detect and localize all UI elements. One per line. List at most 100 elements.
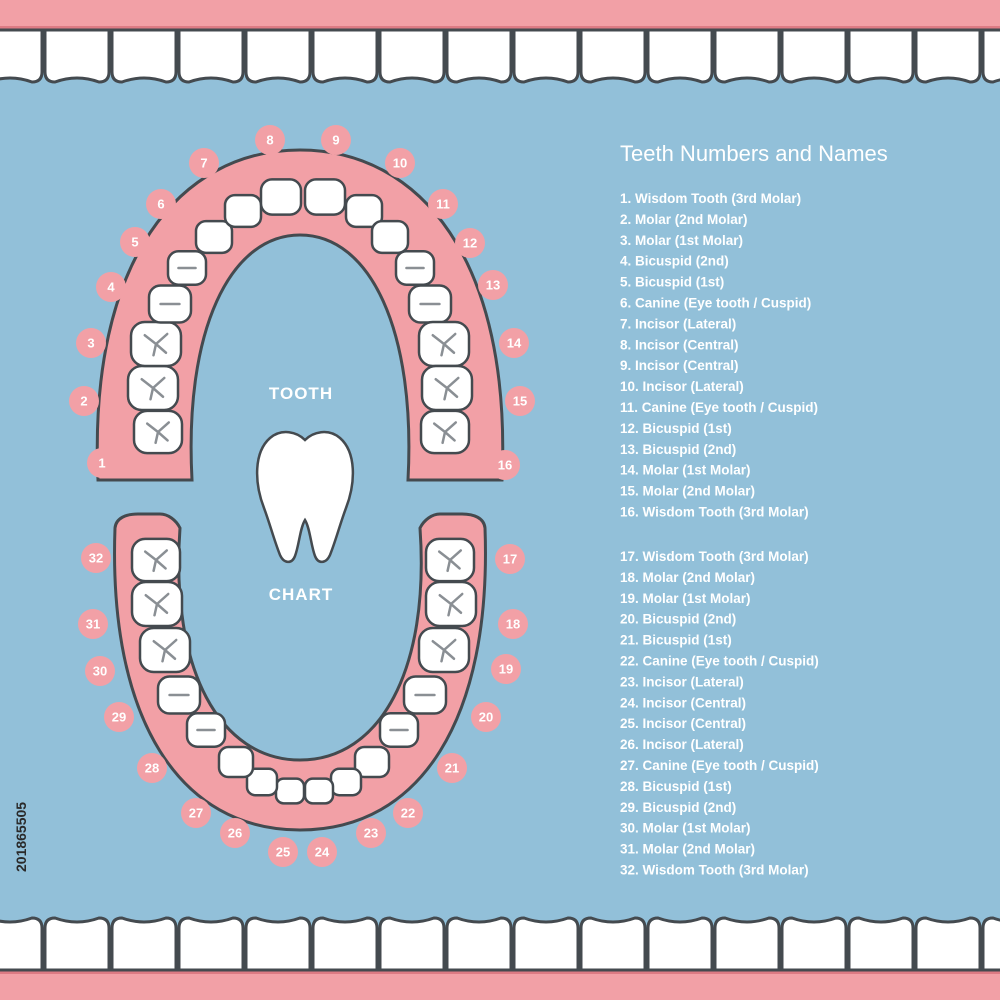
badge-circle (437, 753, 467, 783)
tooth-number-18: 18 (506, 617, 520, 632)
badge-circle (495, 544, 525, 574)
arch-tooth (353, 745, 391, 779)
legend-item-27: 27. Canine (Eye tooth / Cuspid) (620, 758, 819, 773)
tooth-crevice (432, 421, 458, 445)
teeth-legend-list: 1. Wisdom Tooth (3rd Molar)2. Molar (2nd… (620, 191, 819, 878)
tooth-number-22: 22 (401, 806, 415, 821)
badge-circle (69, 386, 99, 416)
border-tooth (780, 916, 848, 972)
badge-circle (321, 125, 351, 155)
tooth-number-19: 19 (499, 662, 513, 677)
top-teeth-border (0, 0, 1000, 84)
legend-item-11: 11. Canine (Eye tooth / Cuspid) (620, 400, 818, 415)
legend-item-5: 5. Bicuspid (1st) (620, 275, 724, 290)
legend-item-20: 20. Bicuspid (2nd) (620, 612, 736, 627)
border-tooth (378, 916, 446, 972)
border-tooth (646, 28, 714, 84)
tooth-number-21: 21 (445, 761, 459, 776)
border-tooth (713, 916, 781, 972)
tooth-number-3: 3 (87, 336, 94, 351)
legend-item-28: 28. Bicuspid (1st) (620, 779, 732, 794)
chart-label: CHART (269, 585, 334, 604)
badge-circle (356, 818, 386, 848)
legend-item-9: 9. Incisor (Central) (620, 358, 739, 373)
tooth-number-23: 23 (364, 826, 378, 841)
badge-circle (76, 328, 106, 358)
tooth-number-7: 7 (200, 156, 207, 171)
badge-circle (307, 837, 337, 867)
legend-item-23: 23. Incisor (Lateral) (620, 674, 744, 689)
tooth-crevice (145, 421, 171, 445)
border-tooth (847, 916, 915, 972)
border-tooth (512, 28, 580, 84)
arch-tooth (194, 219, 234, 255)
tooth-number-27: 27 (189, 806, 203, 821)
stock-image-id: 201865505 (13, 802, 29, 872)
badge-circle (255, 125, 285, 155)
tooth-number-4: 4 (107, 280, 115, 295)
tooth-number-30: 30 (93, 664, 107, 679)
badge-circle (268, 837, 298, 867)
bottom-border-teeth (0, 916, 1000, 972)
legend-item-24: 24. Incisor (Central) (620, 695, 746, 710)
border-tooth (244, 916, 312, 972)
arch-tooth (370, 219, 410, 255)
border-tooth (110, 916, 178, 972)
arch-tooth (344, 193, 384, 229)
legend-item-26: 26. Incisor (Lateral) (620, 737, 744, 752)
tooth-number-31: 31 (86, 617, 100, 632)
badge-circle (85, 656, 115, 686)
legend-item-4: 4. Bicuspid (2nd) (620, 254, 729, 269)
border-tooth (981, 28, 1000, 84)
tooth-number-14: 14 (507, 336, 522, 351)
tooth-number-1: 1 (98, 456, 105, 471)
tooth-label: TOOTH (269, 384, 333, 403)
tooth-number-12: 12 (463, 236, 477, 251)
badge-circle (137, 753, 167, 783)
tooth-number-15: 15 (513, 394, 527, 409)
badge-circle (393, 798, 423, 828)
legend-item-3: 3. Molar (1st Molar) (620, 233, 743, 248)
border-tooth (445, 916, 513, 972)
tooth-number-11: 11 (436, 197, 450, 212)
legend-item-31: 31. Molar (2nd Molar) (620, 842, 755, 857)
border-tooth (43, 28, 111, 84)
border-tooth (579, 916, 647, 972)
tooth-number-16: 16 (498, 458, 512, 473)
legend-item-7: 7. Incisor (Lateral) (620, 316, 736, 331)
legend-item-1: 1. Wisdom Tooth (3rd Molar) (620, 191, 801, 206)
legend-item-22: 22. Canine (Eye tooth / Cuspid) (620, 654, 819, 669)
border-tooth (311, 916, 379, 972)
badge-circle (120, 227, 150, 257)
badge-circle (104, 702, 134, 732)
legend-item-25: 25. Incisor (Central) (620, 716, 746, 731)
badge-circle (498, 609, 528, 639)
badge-circle (499, 328, 529, 358)
tooth-number-26: 26 (228, 826, 242, 841)
arch-tooth (217, 745, 255, 779)
tooth-number-2: 2 (80, 394, 87, 409)
badge-circle (471, 702, 501, 732)
tooth-number-17: 17 (503, 552, 517, 567)
badge-circle (96, 272, 126, 302)
badge-circle (491, 654, 521, 684)
lower-arch-gum (113, 512, 487, 832)
legend-item-8: 8. Incisor (Central) (620, 337, 739, 352)
tooth-icon (255, 430, 355, 564)
badge-circle (81, 543, 111, 573)
tooth-number-25: 25 (276, 845, 290, 860)
bottom-gum-shadow (0, 970, 1000, 974)
legend-item-17: 17. Wisdom Tooth (3rd Molar) (620, 549, 809, 564)
arch-tooth (303, 178, 347, 216)
badge-circle (220, 818, 250, 848)
tooth-number-28: 28 (145, 761, 159, 776)
border-tooth (981, 916, 1000, 972)
badge-circle (78, 609, 108, 639)
tooth-number-13: 13 (486, 278, 500, 293)
arch-tooth (259, 178, 303, 216)
border-tooth (512, 916, 580, 972)
border-tooth (847, 28, 915, 84)
tooth-number-29: 29 (112, 710, 126, 725)
